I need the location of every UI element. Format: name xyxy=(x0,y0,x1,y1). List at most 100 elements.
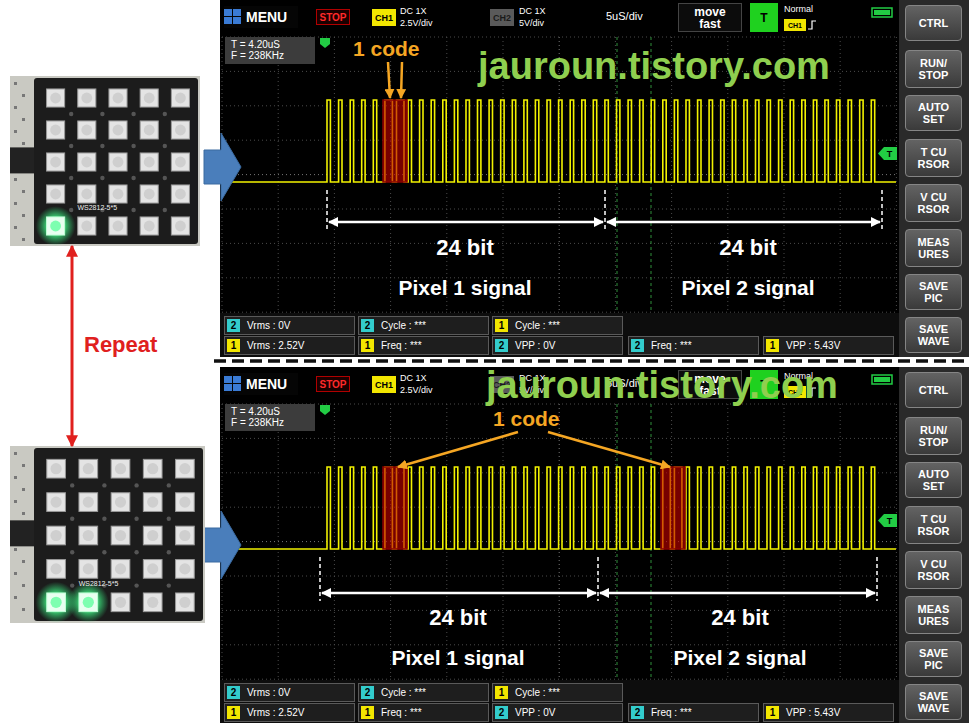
callout-label: 1 code xyxy=(353,37,420,61)
led-lens xyxy=(83,530,94,541)
breadboard-hole xyxy=(14,202,17,205)
led-lens xyxy=(115,463,126,474)
led-lens xyxy=(81,125,92,136)
status-value: Freq : *** xyxy=(651,707,692,718)
led-lens xyxy=(81,157,92,168)
button-label: SAVE WAVE xyxy=(912,323,956,347)
run-state-label: STOP xyxy=(319,12,346,23)
led-package xyxy=(78,153,96,171)
breadboard-hole xyxy=(22,464,25,467)
status-value: Freq : *** xyxy=(381,707,422,718)
led-package xyxy=(176,493,195,512)
signal-label: Pixel 1 signal xyxy=(315,276,615,300)
led-lens xyxy=(81,189,92,200)
menu-icon-cell xyxy=(224,376,232,383)
led-lens xyxy=(50,463,61,474)
led-package xyxy=(47,593,66,612)
span-arrow xyxy=(322,592,596,595)
dashed-boundary xyxy=(597,557,599,601)
breadboard-hole xyxy=(14,572,17,575)
led-package xyxy=(47,526,66,545)
breadboard-hole xyxy=(22,190,25,193)
status-cell: 1Freq : *** xyxy=(358,703,489,722)
led-package xyxy=(79,459,98,478)
side-button: MEAS URES xyxy=(905,596,962,634)
capacitor xyxy=(102,517,106,521)
breadboard-hole xyxy=(14,178,17,181)
status-cell: 2VPP : 0V xyxy=(492,703,623,722)
led-matrix-board: WS2812-5*5 xyxy=(10,446,205,623)
led-lens xyxy=(179,563,190,574)
status-cell: 2Freq : *** xyxy=(628,336,759,355)
status-value: VPP : 0V xyxy=(515,340,555,351)
status-cell: 1 Freq : *** xyxy=(358,336,489,355)
menu-icon-cell xyxy=(224,384,232,391)
button-column xyxy=(899,367,969,723)
side-button: SAVE WAVE xyxy=(905,684,962,720)
channel-badge: 1 xyxy=(495,319,508,332)
battery-icon xyxy=(874,10,890,15)
button-label: MENU xyxy=(246,376,287,392)
button-label: V CU RSOR xyxy=(912,191,956,215)
breadboard-hole xyxy=(14,82,17,85)
grid-line xyxy=(222,243,896,244)
led-lens xyxy=(113,125,124,136)
capacitor xyxy=(100,112,104,116)
bit-count-label: 24 bit xyxy=(308,605,608,630)
status-band xyxy=(220,313,899,357)
channel-label: CH1 xyxy=(788,22,802,29)
watermark: jauroun.tistory.com xyxy=(486,363,838,407)
menu-icon-cell xyxy=(224,17,232,24)
block-arrow xyxy=(204,133,241,201)
menu-icon-cell xyxy=(233,9,241,16)
led-lens xyxy=(50,597,61,608)
button-label: MEAS URES xyxy=(912,236,956,260)
led-package xyxy=(171,217,189,235)
capacitor xyxy=(131,144,135,148)
menu-icon-cell xyxy=(224,9,232,16)
side-button: SAVE PIC xyxy=(905,641,962,677)
channel-badge: 2 xyxy=(495,339,508,352)
channel-badge: 2 xyxy=(227,686,240,699)
status-value: Freq : *** xyxy=(651,340,692,351)
capacitor xyxy=(163,176,167,180)
grid-line xyxy=(222,312,896,313)
pcb-board xyxy=(34,78,198,244)
one-code-highlight xyxy=(661,467,685,549)
led-lens xyxy=(175,189,186,200)
led-lens xyxy=(115,563,126,574)
led-package xyxy=(111,526,130,545)
run-state-label: STOP xyxy=(319,379,346,390)
dashed-boundary xyxy=(326,190,328,230)
status-value: Freq : *** xyxy=(381,340,422,351)
side-button: V CU RSOR xyxy=(905,184,962,222)
pin-header xyxy=(10,147,38,173)
trigger-position-marker xyxy=(320,405,330,415)
led-package xyxy=(171,89,189,107)
menu-icon-cell xyxy=(233,17,241,24)
menu-icon xyxy=(224,9,242,25)
measurement-value: T = 4.20uS xyxy=(231,39,309,50)
led-lens xyxy=(50,563,61,574)
led-lens xyxy=(147,463,158,474)
channel-badge: 1 xyxy=(361,339,374,352)
status-cell: 1VPP : 5.43V xyxy=(763,336,894,355)
status-value: VPP : 5.43V xyxy=(786,340,840,351)
led-lens xyxy=(144,125,155,136)
side-button: MEAS URES xyxy=(905,229,962,267)
board-label: WS2812-5*5 xyxy=(77,204,117,211)
watermark: jauroun.tistory.com xyxy=(478,44,830,88)
button-label: V CU RSOR xyxy=(912,558,956,582)
capacitor xyxy=(70,483,74,487)
side-button: AUTO SET xyxy=(905,462,962,498)
trigger-label: T xyxy=(887,149,893,159)
menu-icon-cell xyxy=(233,384,241,391)
status-value: Cycle : *** xyxy=(381,687,426,698)
button-label: SAVE WAVE xyxy=(912,690,956,714)
coupling-label: DC 1X xyxy=(400,6,427,16)
span-arrow xyxy=(607,221,880,224)
grid-line xyxy=(222,679,896,680)
status-band xyxy=(220,680,899,723)
led-package xyxy=(47,217,65,235)
block-arrow xyxy=(204,511,241,579)
